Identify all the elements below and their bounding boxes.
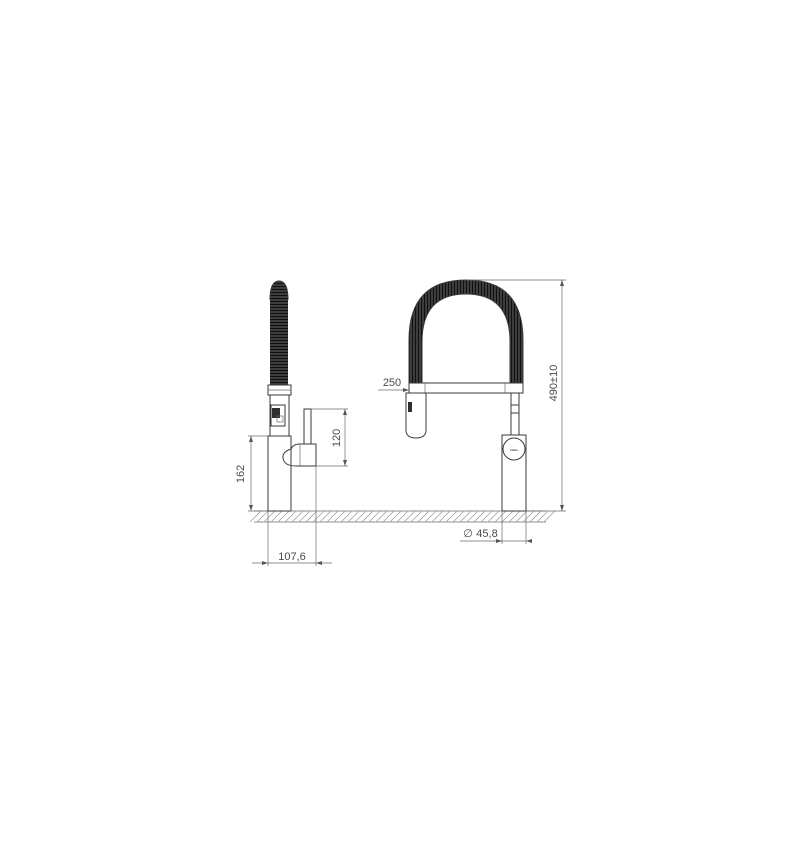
brand-logo: nivito — [510, 448, 518, 452]
dim-label-120: 120 — [331, 429, 343, 447]
side-lever-handle — [303, 408, 312, 445]
dim-label-107-6: 107,6 — [278, 551, 306, 563]
front-spray-head — [405, 392, 427, 439]
front-body-column — [501, 434, 527, 512]
side-body-column — [267, 435, 292, 512]
dimension-162: 162 — [235, 435, 268, 512]
side-spray-head — [270, 404, 286, 427]
front-spray-button-icon — [408, 402, 412, 412]
faucet-side-view — [267, 280, 317, 512]
dim-label-diameter: 45,8 — [476, 528, 497, 540]
front-spring-arch — [409, 280, 523, 383]
dimension-250: 250 — [378, 377, 409, 392]
dim-label-162: 162 — [235, 465, 247, 483]
countertop-hatch — [249, 510, 556, 523]
front-support-bar — [408, 382, 524, 394]
dimension-107-6: 107,6 — [252, 466, 332, 566]
side-spring-hose — [270, 281, 288, 385]
front-handle-disc — [502, 437, 526, 461]
dimension-diameter: ∅ 45,8 — [460, 511, 532, 544]
dim-symbol-diameter: ∅ — [463, 528, 473, 540]
spray-switch-icon — [276, 415, 284, 423]
front-vertical-tube — [510, 392, 520, 414]
dimension-490: 490±10 — [466, 279, 566, 512]
faucet-front-view: nivito — [405, 279, 527, 512]
spray-button-icon — [272, 408, 280, 418]
dim-label-490: 490±10 — [548, 365, 560, 402]
dimension-120: 120 — [311, 408, 348, 467]
side-lever-housing — [282, 443, 317, 467]
front-lever — [510, 404, 520, 436]
dim-label-250: 250 — [383, 377, 401, 389]
